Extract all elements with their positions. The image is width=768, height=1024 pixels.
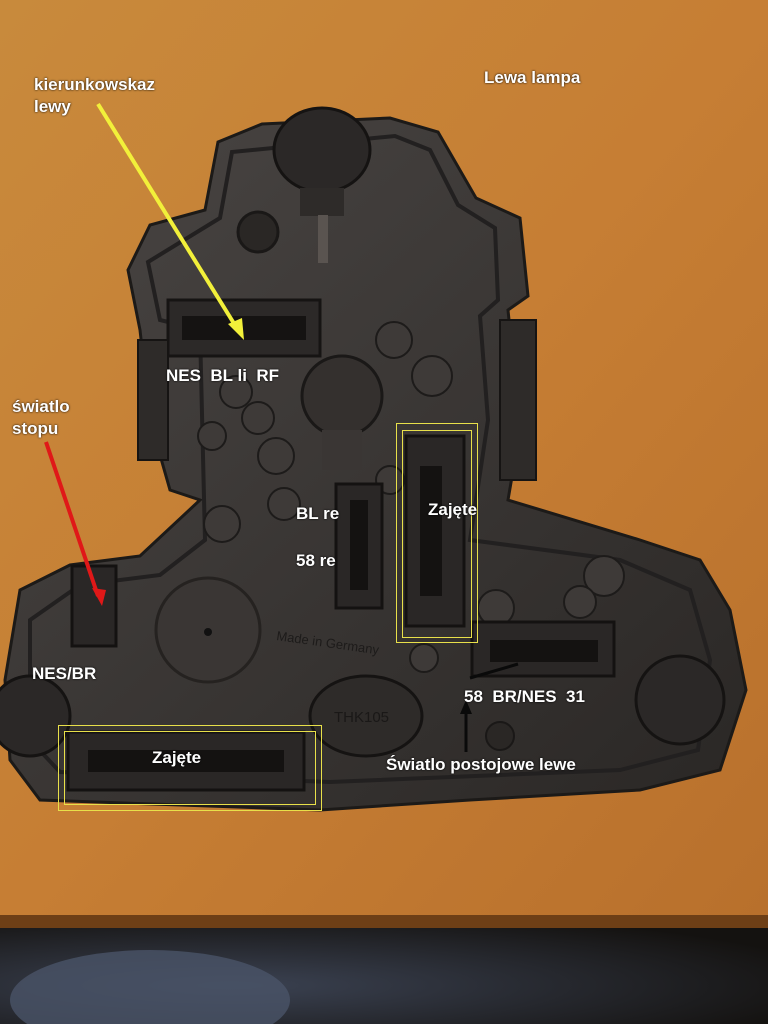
highlight-box-right bbox=[396, 423, 478, 643]
turn-signal-label: kierunkowskaz lewy bbox=[34, 75, 155, 116]
plate-bump bbox=[563, 585, 597, 619]
red-arrow-line bbox=[44, 441, 100, 597]
top-pins-label: NES BL li RF bbox=[166, 366, 280, 385]
plate-bump bbox=[197, 421, 227, 451]
plate-bump bbox=[267, 487, 301, 521]
bottom-pins-label: 58 BR/NES 31 bbox=[464, 687, 585, 706]
screw-hole bbox=[485, 721, 515, 751]
right-side-clip bbox=[499, 319, 537, 481]
plate-bump bbox=[203, 505, 241, 543]
screw-hole bbox=[236, 210, 280, 254]
center-socket-tab bbox=[322, 430, 362, 470]
parking-light-connector-slot bbox=[490, 640, 598, 662]
right-bulb-socket bbox=[634, 654, 726, 746]
red-arrow-head bbox=[92, 588, 106, 606]
left-bulb-socket bbox=[0, 674, 72, 758]
nes-br-label: NES/BR bbox=[32, 664, 97, 683]
lamp-title-label: Lewa lampa bbox=[484, 68, 581, 87]
plate-bump bbox=[409, 643, 439, 673]
plate-bump bbox=[241, 401, 275, 435]
re-58-label: 58 re bbox=[296, 551, 336, 570]
thk-socket bbox=[308, 674, 424, 758]
yellow-arrow-line bbox=[96, 102, 240, 332]
turn-signal-connector-slot bbox=[182, 316, 306, 340]
bottom-long-connector-slot bbox=[88, 750, 284, 772]
plate-bump bbox=[219, 375, 253, 409]
left-side-clip bbox=[137, 339, 169, 461]
jeans-knee bbox=[10, 950, 290, 1024]
black-arrow-head bbox=[460, 700, 472, 714]
top-socket-neck bbox=[300, 188, 344, 216]
lamp-inner-rim bbox=[28, 133, 713, 785]
disc-center bbox=[204, 628, 212, 636]
table-edge bbox=[0, 915, 768, 929]
black-arrow-line bbox=[469, 662, 519, 680]
yellow-arrow-head bbox=[228, 318, 244, 340]
highlight-box-bottom bbox=[58, 725, 322, 811]
center-bulb-socket bbox=[300, 354, 384, 438]
brake-light-label: światlo stopu bbox=[12, 397, 70, 438]
brake-connector bbox=[70, 564, 118, 648]
occupied-bottom-label: Zajęte bbox=[152, 748, 202, 767]
occupied-right-label: Zajęte bbox=[428, 500, 478, 519]
top-bulb-socket bbox=[272, 106, 372, 194]
plate-bump bbox=[583, 555, 625, 597]
plate-bump bbox=[257, 437, 295, 475]
highlight-box-right-inner bbox=[402, 430, 472, 638]
vertical-connector-slot bbox=[420, 466, 442, 596]
plate-bump bbox=[375, 321, 413, 359]
parking-light-label: Światlo postojowe lewe bbox=[386, 755, 576, 774]
small-connector-slot bbox=[350, 500, 368, 590]
plate-bump bbox=[411, 355, 453, 397]
part-code-embossed: THK105 bbox=[334, 709, 389, 726]
top-socket-stem bbox=[318, 215, 328, 263]
bl-re-label: BL re bbox=[296, 504, 340, 523]
highlight-box-bottom-inner bbox=[64, 731, 316, 805]
